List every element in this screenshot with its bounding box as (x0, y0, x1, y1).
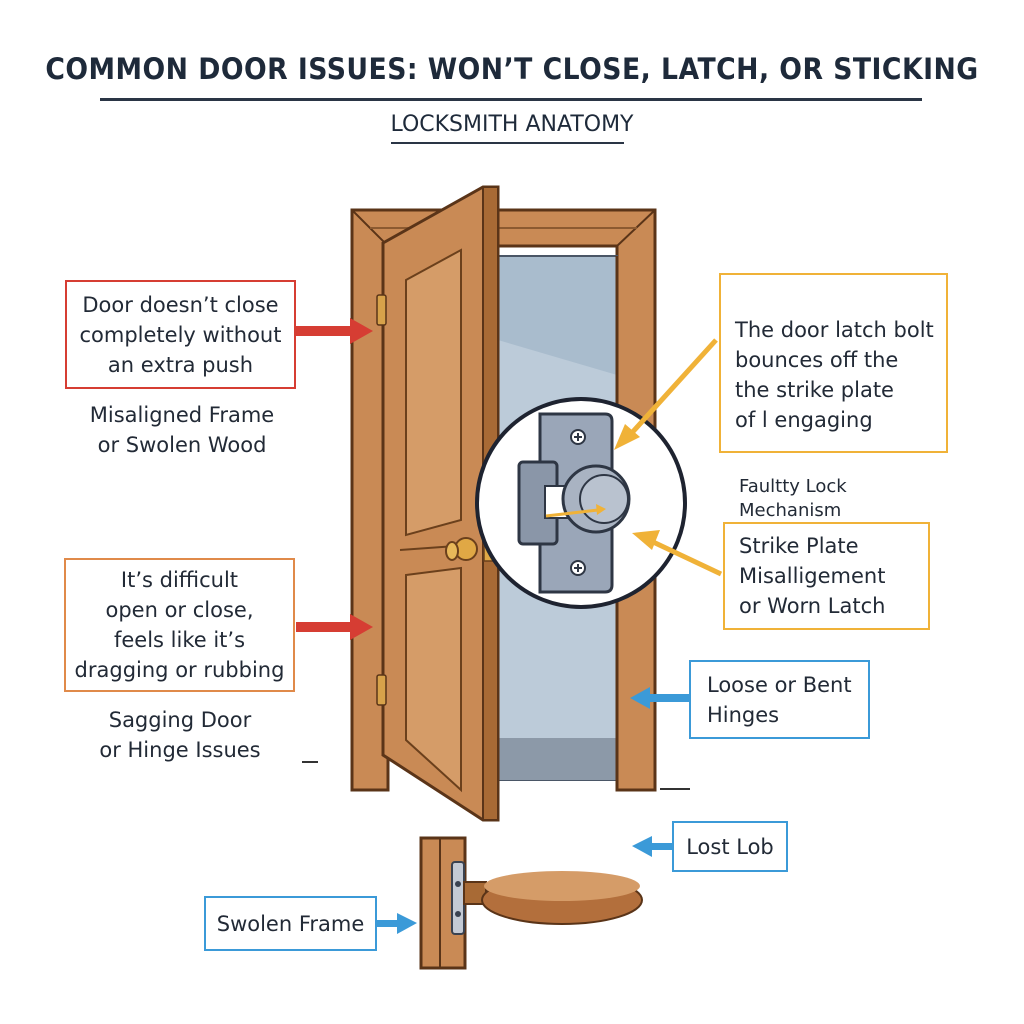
callout-loose-hinges: Loose or Bent Hinges (689, 660, 870, 739)
callout-difficult-open: It’s difficult open or close, feels like… (64, 558, 295, 692)
caption-misaligned-frame: Misaligned Frame or Swolen Wood (89, 403, 275, 457)
latch-description: The door latch bolt bounces off the the … (735, 318, 934, 432)
hinge-icon (376, 674, 387, 706)
arrow-hinges (630, 687, 689, 709)
callout-latch-bolt: The door latch bolt bounces off the the … (719, 273, 948, 521)
callout-door-close: Door doesn’t close completely without an… (65, 280, 296, 389)
callout-lost-lob: Lost Lob (672, 821, 788, 872)
arrow-difficult (296, 614, 373, 640)
caption-sagging-door: Sagging Door or Hinge Issues (99, 708, 261, 762)
doorway-floor (498, 738, 617, 780)
arrow-strike (632, 530, 723, 577)
screw-icon (570, 429, 586, 445)
subtitle-underline (391, 142, 624, 144)
frame-detail (419, 836, 467, 970)
callout-strike-plate: Strike Plate Misalligement or Worn Latch (723, 522, 930, 630)
loose-knob (463, 871, 643, 925)
arrow-latch (614, 338, 718, 450)
hinge-icon (451, 861, 465, 935)
page-subtitle: LOCKSMITH ANATOMY (390, 112, 634, 137)
hinge-icon (376, 294, 387, 326)
arrow-lost-lob (632, 836, 672, 857)
page-title: COMMON DOOR ISSUES: WON’T CLOSE, LATCH, … (45, 52, 979, 86)
arrow-swolen-frame (377, 913, 417, 934)
callout-swolen-frame: Swolen Frame (204, 896, 377, 951)
title-underline (100, 98, 922, 101)
door-panel (381, 185, 500, 822)
screw-icon (570, 560, 586, 576)
lock-mechanism-label: Faultty Lock Mechanism (739, 476, 847, 521)
latch-magnifier (475, 397, 687, 609)
arrow-door-close (296, 318, 373, 344)
